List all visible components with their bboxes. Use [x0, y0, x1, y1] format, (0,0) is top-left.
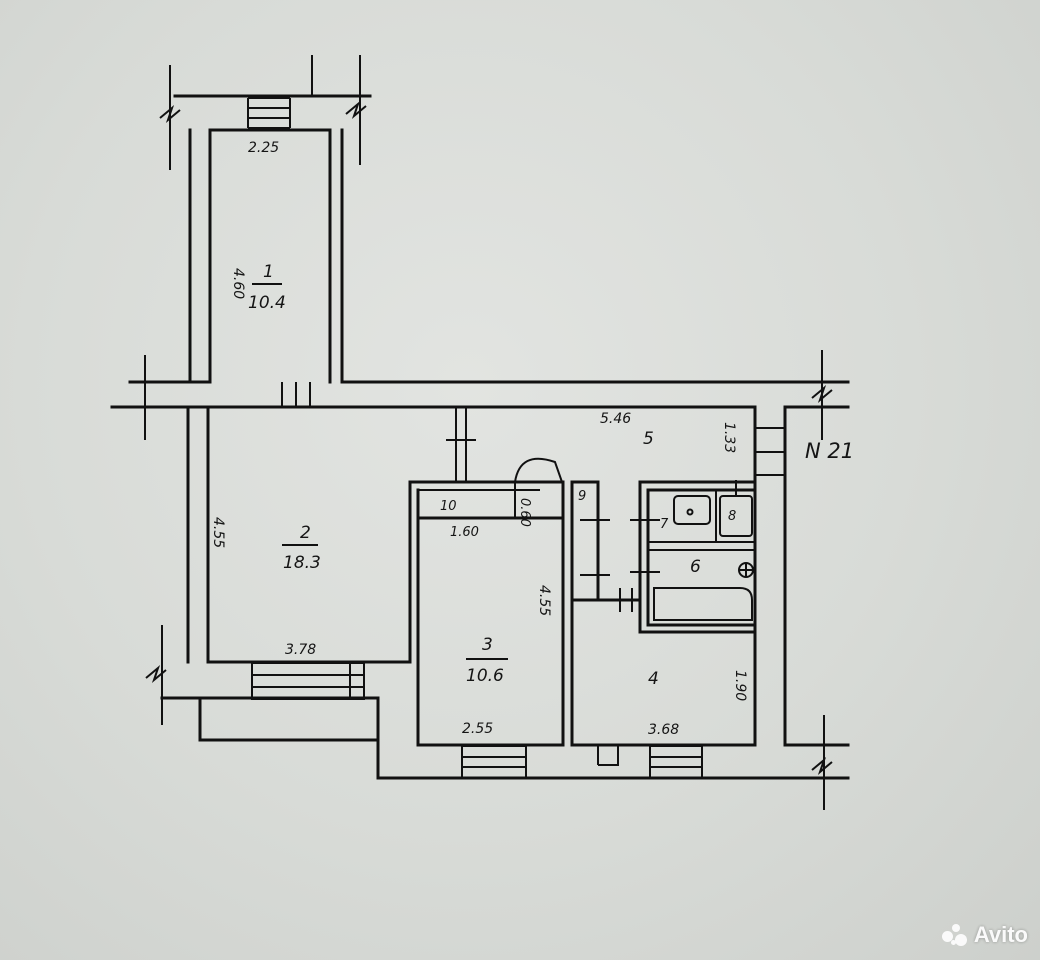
svg-text:5: 5	[643, 429, 654, 449]
svg-text:N 21: N 21	[805, 439, 854, 463]
svg-text:1.90: 1.90	[732, 670, 748, 701]
svg-text:1.33: 1.33	[721, 422, 737, 453]
svg-text:2.55: 2.55	[462, 721, 493, 737]
svg-text:0.60: 0.60	[517, 498, 532, 527]
svg-text:7: 7	[660, 517, 669, 532]
room-10-label: 10 1.60 0.60	[440, 498, 532, 540]
room-2-walls	[145, 405, 412, 780]
svg-text:4.55: 4.55	[536, 585, 552, 616]
bathroom-walls	[630, 480, 757, 634]
svg-text:6: 6	[690, 557, 701, 577]
room-3-walls	[376, 457, 850, 780]
svg-text:3.68: 3.68	[648, 722, 679, 738]
room-6-label: 6	[690, 557, 701, 577]
middle-walls	[110, 350, 850, 440]
svg-text:2: 2	[300, 523, 311, 543]
svg-text:4.55: 4.55	[210, 517, 226, 548]
svg-text:4.60: 4.60	[230, 268, 246, 299]
avito-watermark: Avito	[941, 922, 1028, 948]
svg-text:10: 10	[440, 499, 457, 514]
svg-text:8: 8	[728, 509, 736, 524]
svg-text:4: 4	[648, 669, 659, 689]
room-4-label: 4 1.90 3.68	[648, 669, 748, 738]
svg-text:18.3: 18.3	[283, 553, 321, 573]
apartment-number: N 21	[805, 439, 854, 463]
room-7-label: 7	[660, 517, 669, 532]
svg-text:2.25: 2.25	[248, 140, 279, 156]
room-8-label: 8	[728, 509, 736, 524]
room-3-label: 3 10.6 4.55 2.55	[462, 585, 552, 737]
svg-text:10.4: 10.4	[248, 293, 286, 313]
room-5-walls	[446, 405, 850, 810]
svg-text:3: 3	[482, 635, 493, 655]
avito-logo-icon	[941, 924, 968, 946]
room-1-walls	[159, 55, 372, 384]
watermark-text: Avito	[973, 922, 1028, 947]
room-9-label: 9	[578, 489, 586, 504]
svg-text:3.78: 3.78	[285, 642, 316, 658]
room-4-walls	[570, 480, 757, 779]
svg-text:10.6: 10.6	[466, 666, 504, 686]
svg-text:9: 9	[578, 489, 586, 504]
room-2-label: 2 18.3 4.55 3.78	[210, 517, 321, 658]
svg-text:5.46: 5.46	[600, 411, 631, 427]
svg-text:1: 1	[263, 262, 274, 282]
room-5-label: 5 5.46 1.33	[600, 411, 737, 453]
room-1-label: 1 10.4 2.25 4.60	[230, 140, 286, 313]
svg-text:1.60: 1.60	[450, 525, 479, 540]
